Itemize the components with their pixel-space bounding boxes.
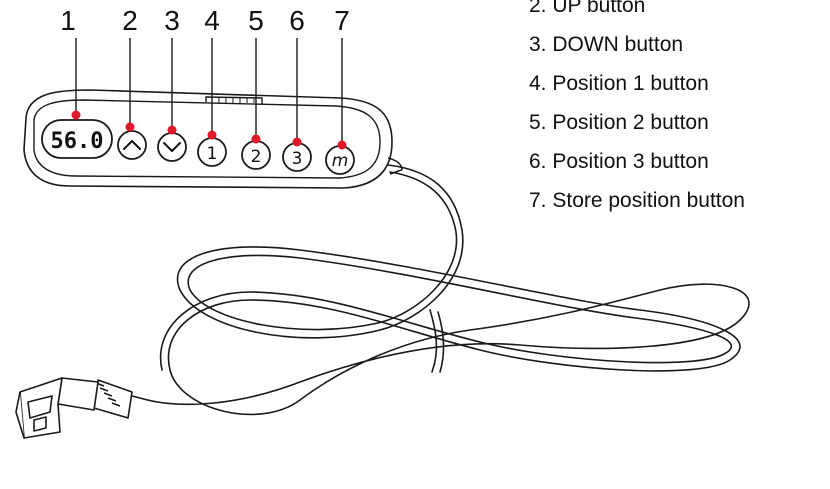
position-3-glyph: 3 [292,149,303,169]
chevron-down-icon [163,142,181,152]
callout-number: 1 [60,5,76,36]
callout-number: 5 [248,5,264,36]
store-button[interactable]: m [325,145,355,175]
callout-2: 2 [122,5,138,132]
callout-dot [167,125,177,135]
callout-number: 6 [289,5,305,36]
chevron-up-icon [123,140,141,150]
position-2-glyph: 2 [251,147,262,167]
legend-item: 4. Position 1 button [529,72,709,95]
cable [139,164,750,416]
legend-item: 2. UP button [529,0,646,17]
callout-3: 3 [164,5,180,135]
callout-dot [251,134,261,144]
callout-number: 3 [164,5,180,36]
up-button[interactable] [117,130,147,160]
position-2-button[interactable]: 2 [241,140,271,170]
position-1-glyph: 1 [207,144,218,164]
legend-item: 6. Position 3 button [529,150,709,173]
display-value: 56.0 [51,129,104,154]
callout-dot [125,122,135,132]
legend-item: 3. DOWN button [529,33,684,56]
callout-number: 2 [122,5,138,36]
callout-7: 7 [334,5,350,150]
position-3-button[interactable]: 3 [282,142,312,172]
callout-number: 4 [204,5,220,36]
callout-dot [292,137,302,147]
callout-6: 6 [289,5,305,147]
display: 56.0 [41,119,113,159]
callouts: 1 2 3 4 5 6 7 [60,5,350,150]
callout-dot [207,130,217,140]
callout-4: 4 [204,5,220,140]
legend-item: 7. Store position button [529,189,745,212]
store-glyph: m [332,151,349,171]
legend-item: 5. Position 2 button [529,111,709,134]
position-1-button[interactable]: 1 [197,137,227,167]
legend-list: 2. UP button 3. DOWN button 4. Position … [529,0,745,220]
callout-dot [71,110,81,120]
rj45-connector [15,377,141,439]
callout-5: 5 [248,5,264,144]
callout-number: 7 [334,5,350,36]
callout-dot [337,140,347,150]
callout-1: 1 [60,5,81,120]
down-button[interactable] [157,132,187,162]
